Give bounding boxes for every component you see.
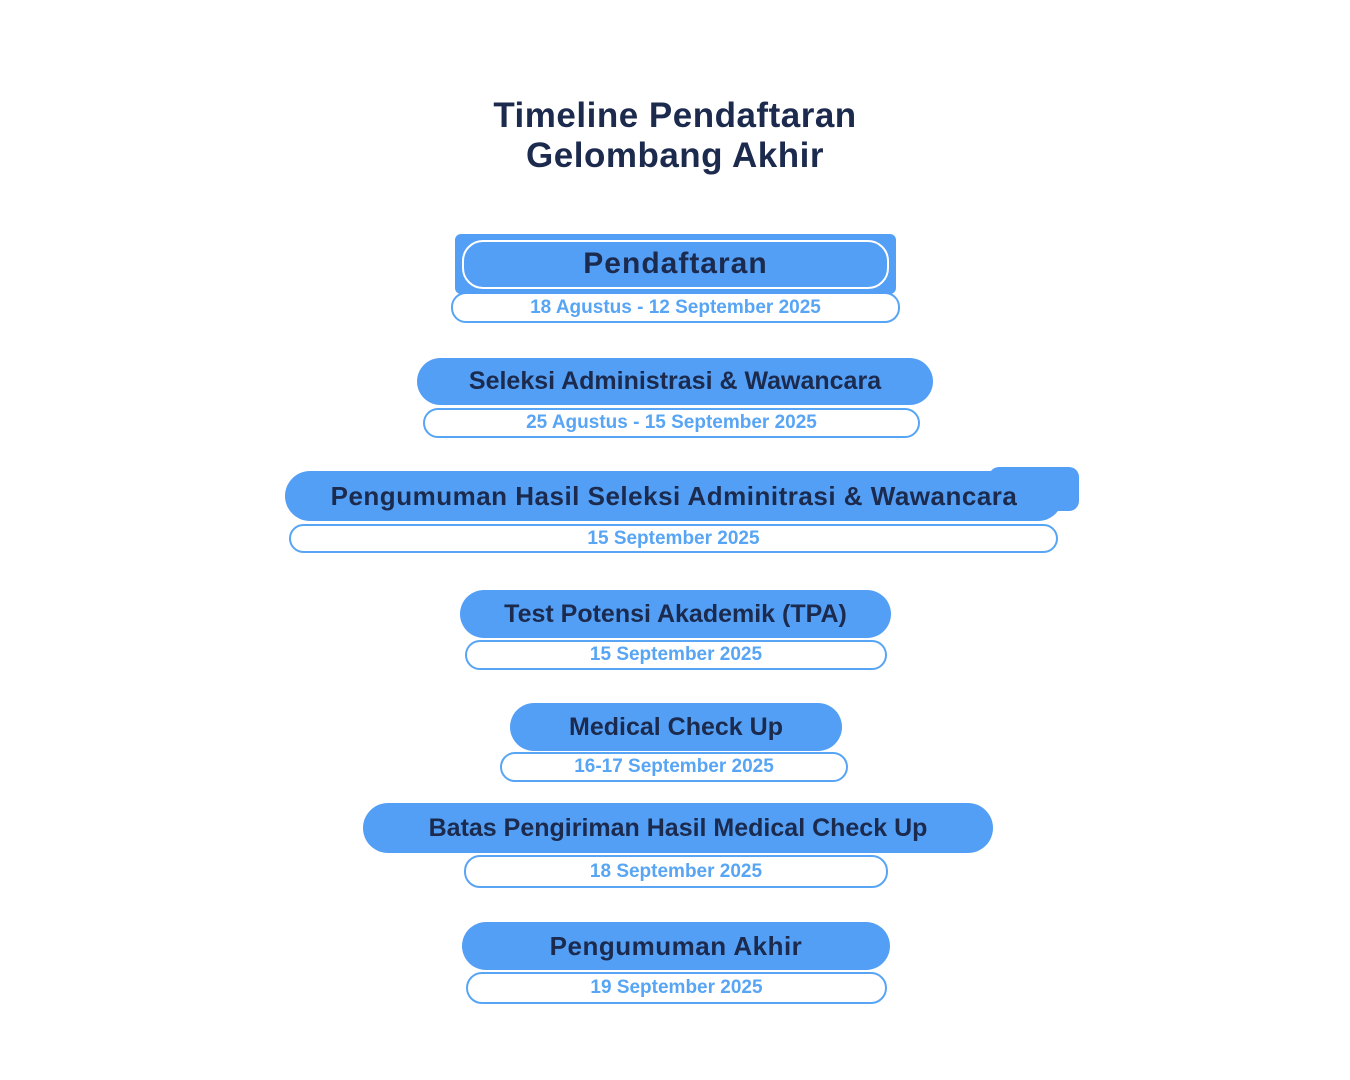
step-pill: Pengumuman Akhir [462,922,890,970]
step-label: Pengumuman Hasil Seleksi Adminitrasi & W… [330,480,1018,511]
step-date-capsule: 18 Agustus - 12 September 2025 [451,292,900,323]
step-date-capsule: 18 September 2025 [464,855,888,888]
step-date: 16-17 September 2025 [574,756,774,777]
step-pill: Batas Pengiriman Hasil Medical Check Up [363,803,993,853]
step-date-capsule: 25 Agustus - 15 September 2025 [423,408,920,438]
step-label: Seleksi Administrasi & Wawancara [468,367,882,395]
step-pill: Medical Check Up [510,703,842,751]
page-title-line1: Timeline Pendaftaran [493,96,857,135]
step-date: 19 September 2025 [590,977,763,998]
step-pill: Pendaftaran [455,234,896,294]
step-label: Medical Check Up [569,712,783,741]
step-date-capsule: 16-17 September 2025 [500,752,848,782]
step-label: Batas Pengiriman Hasil Medical Check Up [428,813,928,842]
step-date: 25 Agustus - 15 September 2025 [526,412,817,433]
step-date-capsule: 15 September 2025 [289,524,1058,553]
step-pill: Seleksi Administrasi & Wawancara [417,358,933,405]
step-pill: Test Potensi Akademik (TPA) [460,590,891,638]
step-date: 15 September 2025 [589,644,763,665]
step-date: 18 Agustus - 12 September 2025 [530,296,821,318]
step-date: 18 September 2025 [589,860,763,882]
step-pill: Pengumuman Hasil Seleksi Adminitrasi & W… [285,467,1079,521]
page-title-line2: Gelombang Akhir [526,136,824,175]
step-date: 15 September 2025 [587,527,760,549]
page-title: Timeline Pendaftaran Gelombang Akhir [0,96,1350,176]
step-date-capsule: 19 September 2025 [466,972,887,1004]
step-label: Test Potensi Akademik (TPA) [504,599,847,628]
step-date-capsule: 15 September 2025 [465,640,887,670]
step-label: Pengumuman Akhir [549,930,803,961]
step-label: Pendaftaran [583,247,768,280]
